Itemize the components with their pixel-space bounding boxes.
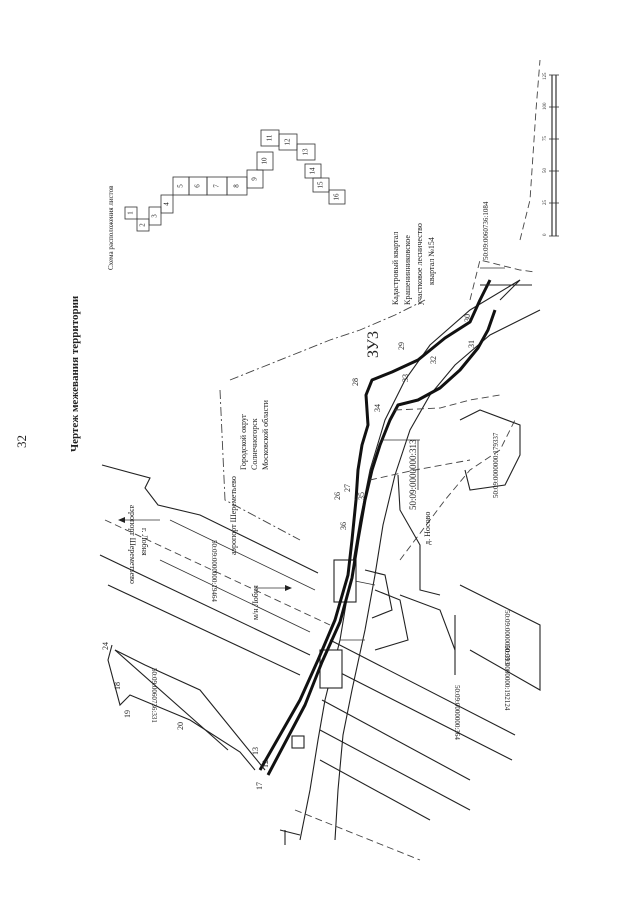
point-36: 36 [339, 522, 348, 530]
scheme-label-11: 11 [266, 134, 274, 141]
scheme-label-10: 10 [261, 157, 269, 165]
point-30: 30 [463, 314, 472, 322]
point-24: 24 [101, 642, 110, 650]
scheme-sheet-3[interactable] [148, 206, 162, 226]
scale-tick-100: 100 [543, 102, 548, 110]
point-26: 26 [333, 492, 342, 500]
quarter-label-1: Кадастровый квартал [391, 232, 400, 305]
scheme-label-1: 1 [127, 211, 135, 215]
scale-tick-50: 50 [543, 168, 548, 174]
point-28: 28 [351, 378, 360, 386]
point-19: 19 [123, 710, 132, 718]
cadastral-label-4: 50:09:0000000:192124 [503, 645, 511, 711]
point-34: 34 [373, 404, 382, 412]
scheme-label-14: 14 [309, 167, 317, 175]
map-linework [99, 59, 541, 861]
road-label-4: м/н Лобня [251, 585, 260, 620]
point-27: 27 [343, 484, 352, 492]
scheme-sheet-13[interactable] [296, 143, 316, 161]
road-label-2: г. Лобня [140, 528, 149, 556]
scheme-sheet-15[interactable] [312, 177, 330, 193]
road-label-1: аэропорт Шереметьево [128, 505, 137, 584]
scheme-label-12: 12 [284, 138, 292, 146]
scheme-sheet-12[interactable] [278, 133, 298, 151]
quarter-label-3: участковое лесничество [415, 223, 424, 305]
scheme-sheet-16[interactable] [328, 189, 346, 205]
layout-scheme-title: Схема расположения листов [107, 185, 115, 270]
scheme-label-7: 7 [213, 184, 221, 188]
scheme-label-6: 6 [194, 184, 202, 188]
building-3 [291, 735, 305, 749]
cadastral-label-7: 50:09:0000000:179337 [492, 432, 500, 498]
village-label: д. Носово [423, 512, 432, 545]
scheme-label-3: 3 [151, 214, 159, 218]
quarter-label-4: квартал №154 [427, 237, 436, 285]
point-29: 29 [397, 342, 406, 350]
scheme-sheet-1[interactable] [124, 206, 138, 220]
scheme-label-9: 9 [251, 177, 259, 181]
point-33: 33 [401, 374, 410, 382]
cadastral-label-3: 50:09:0000000:364 [453, 685, 461, 740]
point-32: 32 [429, 356, 438, 364]
scale-tick-75: 75 [543, 136, 548, 142]
cadastral-label-6: 50:09:0000000:313 [408, 439, 418, 510]
scheme-label-8: 8 [233, 184, 241, 188]
scheme-label-4: 4 [163, 202, 171, 206]
point-18: 18 [113, 682, 122, 690]
plot-zu3-label: ЗУ3 [365, 331, 382, 358]
scheme-label-2: 2 [139, 223, 147, 227]
road-label-3: аэропорт Шереметьево [229, 476, 238, 555]
cadastral-label-2: 50:09:0060736:331 [150, 668, 158, 723]
district-label-1: Городской округ [239, 413, 248, 470]
page-title: Чертеж межевания территории [69, 295, 81, 452]
sheet-layout-scheme: Схема расположения листов 1 2 3 4 5 6 7 … [107, 129, 346, 270]
cadastral-label-8: 50:09:0060736:1084 [482, 201, 490, 260]
quarter-label-2: Крашенинниковское [403, 235, 412, 305]
cadastral-label-1: 50:09:0000000:19464 [210, 540, 218, 602]
point-31: 31 [467, 340, 476, 348]
scale-tick-0: 0 [543, 233, 548, 236]
scale-bar: 0 25 50 75 100 125 [543, 72, 559, 237]
point-17: 17 [255, 782, 264, 790]
scheme-sheet-4[interactable] [160, 194, 174, 214]
scheme-label-15: 15 [317, 181, 325, 189]
scale-tick-125: 125 [543, 72, 548, 80]
scheme-label-5: 5 [177, 184, 185, 188]
scale-tick-25: 25 [543, 200, 548, 206]
scheme-sheet-9[interactable] [246, 169, 264, 189]
point-12: 12 [261, 760, 270, 768]
scheme-sheet-10[interactable] [256, 151, 274, 171]
point-35: 35 [357, 492, 366, 500]
point-13: 13 [251, 747, 260, 755]
scheme-label-16: 16 [333, 193, 341, 201]
scheme-label-13: 13 [302, 148, 310, 156]
point-20: 20 [176, 722, 185, 730]
district-label-3: Московской области [261, 399, 270, 470]
page-number: 32 [14, 435, 29, 448]
district-label-2: Солнечногорск [250, 418, 259, 470]
cadastral-label-5: 50:09:0000000:313 [503, 610, 511, 665]
